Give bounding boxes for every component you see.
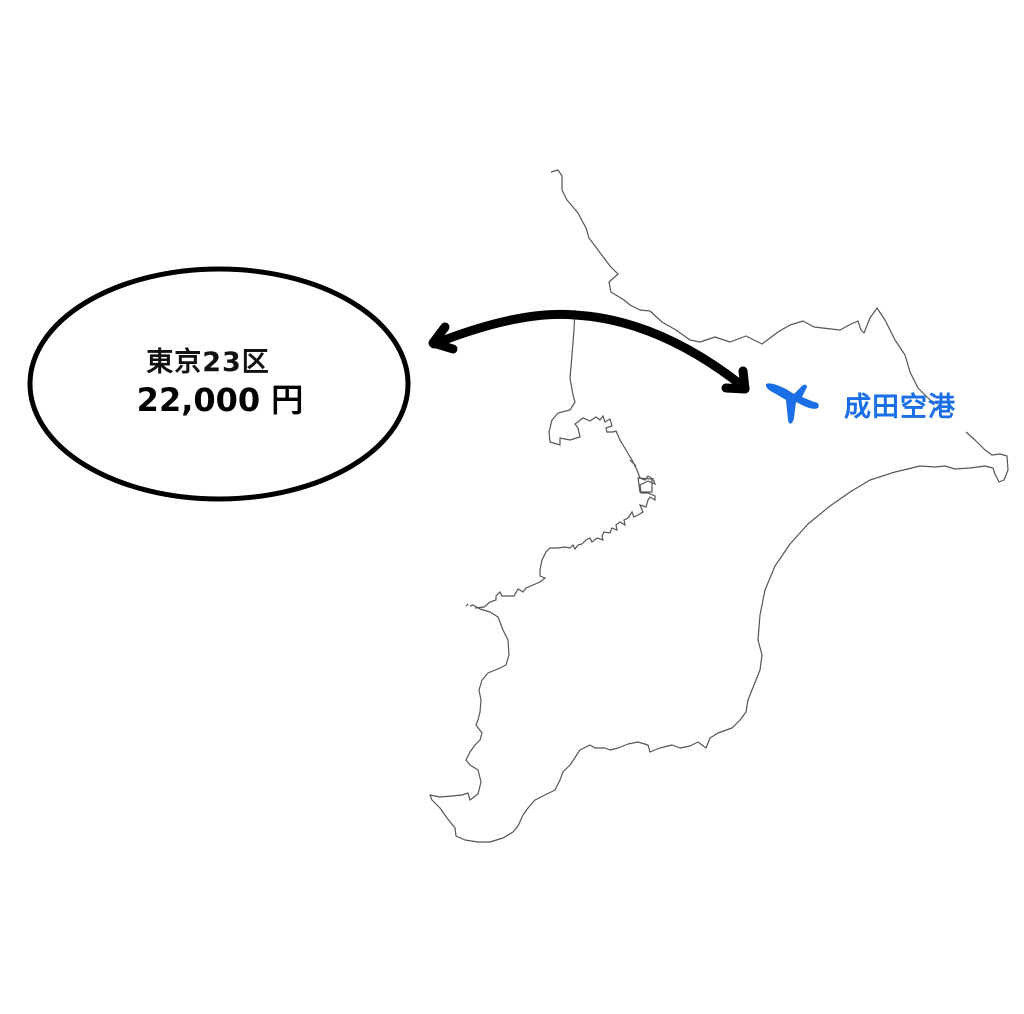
arrowhead-left-icon xyxy=(428,322,458,354)
bay-coastline xyxy=(474,309,657,609)
origin-ellipse xyxy=(27,266,411,502)
origin-name: 東京23区 xyxy=(146,346,270,378)
destination-name: 成田空港 xyxy=(844,391,956,423)
prefecture-outline-east xyxy=(429,431,1009,843)
prefecture-outline xyxy=(550,169,939,405)
destination-label: 成田空港 xyxy=(764,380,956,428)
origin-price: 22,000 円 xyxy=(136,380,304,419)
arrowhead-right-icon xyxy=(721,366,750,394)
route-arrow-curve xyxy=(429,309,750,393)
origin-label: 東京23区 22,000 円 xyxy=(30,268,410,498)
bay-coastline-detail xyxy=(465,459,653,607)
airplane-icon xyxy=(765,383,819,424)
